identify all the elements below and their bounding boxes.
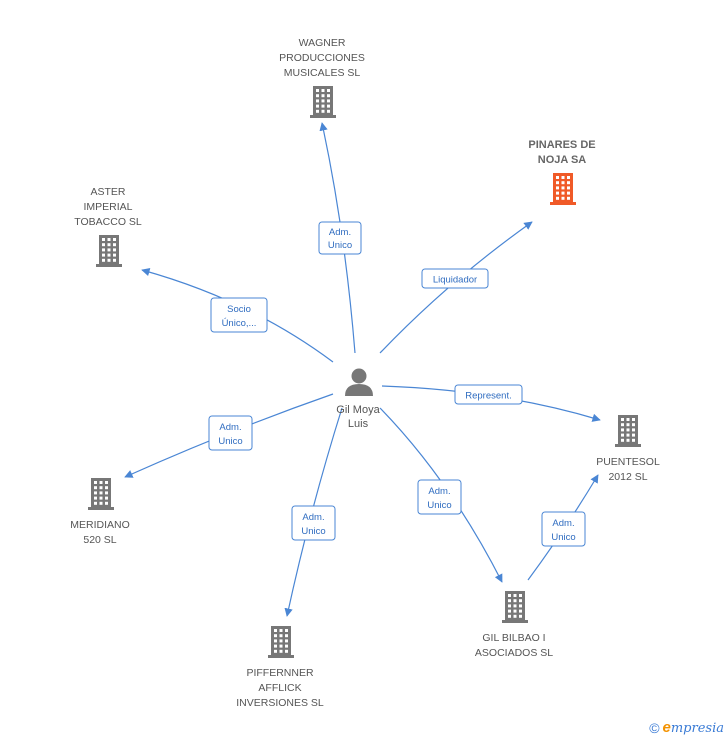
brand-logo[interactable]: empresia [663,719,724,736]
edge-label-line: Represent. [465,391,511,402]
company-label-line: MERIDIANO [70,519,130,531]
company-label-line: PIFFERNNER [246,667,314,679]
edge-label-line: Socio [227,304,251,315]
company-node-puentesol[interactable]: PUENTESOL 2012 SL [596,415,660,483]
building-icon [88,478,114,510]
edge-label-line: Liquidador [433,275,477,286]
edge-label-gb-puentesol[interactable]: Adm. Unico [541,511,586,547]
company-label-line: PRODUCCIONES [279,52,365,64]
company-node-aster[interactable]: ASTER IMPERIAL TOBACCO SL [74,186,142,267]
edge-label-line: Adm. [428,486,450,497]
company-label-line: INVERSIONES SL [236,697,324,709]
person-icon [345,368,373,396]
brand-footer: © empresia [649,719,724,736]
edge-label-line: Adm. [329,227,351,238]
edge-label-line: Unico [328,240,352,251]
building-icon [96,235,122,267]
brand-logo-text: mpresia [670,721,724,736]
company-label-line: TOBACCO SL [74,216,142,228]
company-node-gilbilbao[interactable]: GIL BILBAO I ASOCIADOS SL [475,591,553,659]
edge-label-line: Único,... [222,318,257,329]
edge-label-line: Adm. [552,518,574,529]
company-node-piffernner[interactable]: PIFFERNNER AFFLICK INVERSIONES SL [236,626,324,709]
company-label-line: MUSICALES SL [284,67,361,79]
person-node-gil-moya[interactable]: Gil Moya Luis [336,368,381,431]
edge-label-line: Adm. [219,422,241,433]
building-icon [615,415,641,447]
edge-label-line: Unico [301,526,325,537]
edge-label-line: Adm. [302,512,324,523]
edge-label-gilbilbao[interactable]: Adm. Unico [417,479,462,515]
person-name-line: Luis [348,418,369,430]
edge-label-piffernner[interactable]: Adm. Unico [291,505,336,541]
building-icon [310,86,336,118]
edge-label-line: Unico [427,500,451,511]
company-label-line: 520 SL [83,534,116,546]
edge-label-pinares[interactable]: Liquidador [421,268,489,289]
company-node-wagner[interactable]: WAGNER PRODUCCIONES MUSICALES SL [279,37,365,118]
company-label-line: GIL BILBAO I [482,632,545,644]
person-name-line: Gil Moya [336,404,380,416]
company-label-line: PUENTESOL [596,456,660,468]
company-node-pinares[interactable]: PINARES DE NOJA SA [528,139,596,205]
edge-label-meridiano[interactable]: Adm. Unico [208,415,253,451]
edge-label-puentesol[interactable]: Represent. [454,384,523,405]
company-label-line: ASOCIADOS SL [475,647,553,659]
building-icon [268,626,294,658]
edge-label-line: Unico [218,436,242,447]
company-label-line: PINARES DE [528,139,595,151]
building-icon [550,173,576,205]
edge-label-aster[interactable]: Socio Único,... [210,297,268,333]
edge-label-line: Unico [551,532,575,543]
company-label-line: WAGNER [299,37,346,49]
company-label-line: IMPERIAL [83,201,132,213]
company-label-line: AFFLICK [258,682,301,694]
company-node-meridiano[interactable]: MERIDIANO 520 SL [70,478,130,546]
company-label-line: ASTER [90,186,125,198]
building-icon [502,591,528,623]
company-label-line: NOJA SA [538,154,587,166]
copyright-icon: © [649,719,660,736]
brand-logo-letter: e [662,719,671,736]
edge-label-wagner[interactable]: Adm. Unico [318,221,362,255]
company-label-line: 2012 SL [608,471,647,483]
